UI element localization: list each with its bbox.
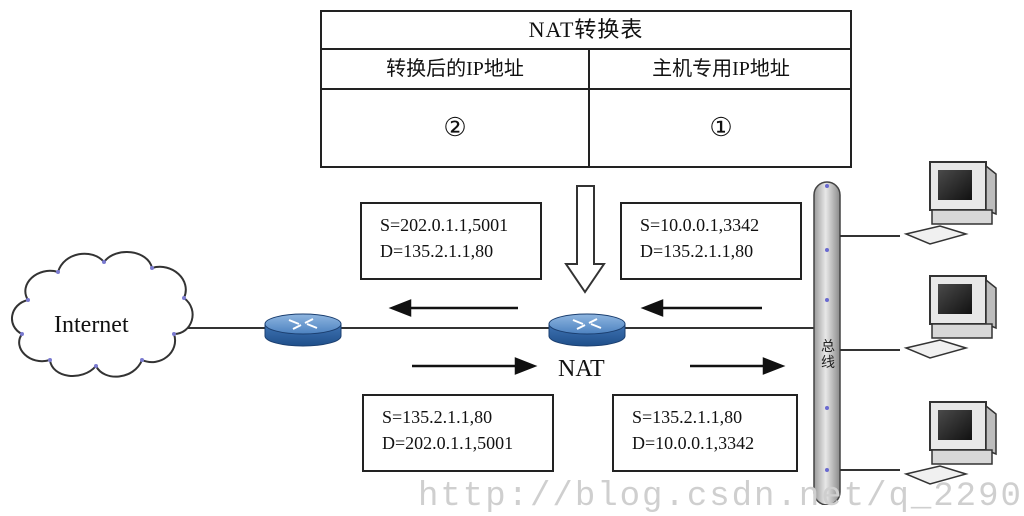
nat-table-header-translated: 转换后的IP地址 xyxy=(322,50,588,90)
nat-table-col-translated: 转换后的IP地址 ② xyxy=(322,50,590,168)
router-left-icon xyxy=(264,313,342,347)
packet-inbound-private: S=135.2.1.1,80 D=10.0.0.1,3342 xyxy=(612,394,798,472)
pc-top-icon xyxy=(903,161,997,245)
bus xyxy=(813,181,841,505)
outbound-arrow-left-icon xyxy=(388,299,518,317)
packet-src: S=10.0.0.1,3342 xyxy=(640,215,760,235)
packet-src: S=135.2.1.1,80 xyxy=(632,407,743,427)
internet-label: Internet xyxy=(54,312,129,338)
inbound-arrow-right-icon xyxy=(690,357,786,375)
nat-table-cell-private: ① xyxy=(709,113,733,142)
inbound-arrow-left-icon xyxy=(412,357,538,375)
packet-outbound-private: S=10.0.0.1,3342 D=135.2.1.1,80 xyxy=(620,202,802,280)
packet-dst: D=135.2.1.1,80 xyxy=(380,241,494,261)
outbound-arrow-right-icon xyxy=(640,299,762,317)
packet-src: S=202.0.1.1,5001 xyxy=(380,215,509,235)
nat-table-col-private: 主机专用IP地址 ① xyxy=(590,50,852,168)
table-to-nat-arrow-icon xyxy=(564,185,606,294)
nat-table-header-private: 主机专用IP地址 xyxy=(590,50,852,90)
pc-bottom-icon xyxy=(903,401,997,485)
nat-table-cell-translated: ② xyxy=(443,113,467,142)
nat-table-title: NAT转换表 xyxy=(322,12,850,50)
internet-cloud xyxy=(11,250,194,378)
packet-inbound-public: S=135.2.1.1,80 D=202.0.1.1,5001 xyxy=(362,394,554,472)
bus-label: 总线 xyxy=(821,340,835,371)
pc-middle-icon xyxy=(903,275,997,359)
nat-diagram-canvas xyxy=(11,161,997,505)
pc-links xyxy=(840,235,900,471)
packet-dst: D=202.0.1.1,5001 xyxy=(382,433,514,453)
packet-dst: D=135.2.1.1,80 xyxy=(640,241,754,261)
nat-router-icon xyxy=(548,313,626,347)
nat-table: NAT转换表 转换后的IP地址 ② 主机专用IP地址 ① xyxy=(320,10,852,168)
packet-dst: D=10.0.0.1,3342 xyxy=(632,433,755,453)
watermark: http://blog.csdn.net/q_2290 xyxy=(418,478,1023,516)
packet-outbound-public: S=202.0.1.1,5001 D=135.2.1.1,80 xyxy=(360,202,542,280)
packet-src: S=135.2.1.1,80 xyxy=(382,407,493,427)
nat-label: NAT xyxy=(558,356,605,382)
